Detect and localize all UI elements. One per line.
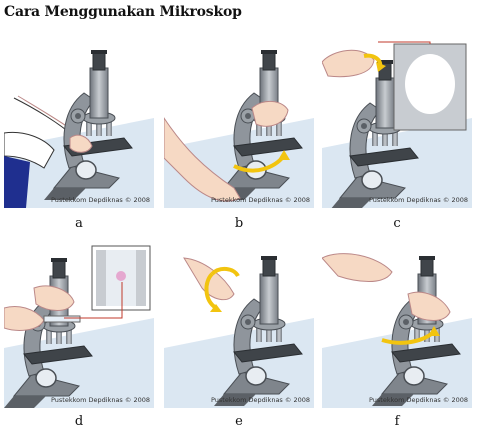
panel-label-f: f bbox=[394, 414, 400, 429]
page-title: Cara Menggunakan Mikroskop bbox=[4, 4, 242, 20]
illustration-f bbox=[322, 253, 472, 408]
panel-a: Pustekkom Depdiknas © 2008 bbox=[4, 38, 154, 208]
credit-e: Pustekkom Depdiknas © 2008 bbox=[210, 396, 310, 404]
illustration-c bbox=[322, 41, 472, 208]
panel-label-a: a bbox=[75, 216, 83, 231]
panel-c: Pustekkom Depdiknas © 2008 bbox=[322, 38, 472, 208]
credit-a: Pustekkom Depdiknas © 2008 bbox=[50, 196, 150, 204]
illustration-b bbox=[164, 49, 314, 208]
credit-f: Pustekkom Depdiknas © 2008 bbox=[368, 396, 468, 404]
panel-d: Pustekkom Depdiknas © 2008 bbox=[4, 238, 154, 408]
panel-e: Pustekkom Depdiknas © 2008 bbox=[164, 238, 314, 408]
panel-b: Pustekkom Depdiknas © 2008 bbox=[164, 38, 314, 208]
credit-b: Pustekkom Depdiknas © 2008 bbox=[210, 196, 310, 204]
panel-f: Pustekkom Depdiknas © 2008 bbox=[322, 238, 472, 408]
panel-label-b: b bbox=[234, 216, 244, 231]
illustration-e bbox=[164, 255, 314, 408]
credit-d: Pustekkom Depdiknas © 2008 bbox=[50, 396, 150, 404]
panel-label-e: e bbox=[235, 414, 243, 429]
panel-label-d: d bbox=[74, 414, 84, 429]
panel-label-c: c bbox=[393, 216, 401, 231]
illustration-a bbox=[4, 49, 154, 208]
credit-c: Pustekkom Depdiknas © 2008 bbox=[368, 196, 468, 204]
illustration-d bbox=[4, 245, 154, 408]
